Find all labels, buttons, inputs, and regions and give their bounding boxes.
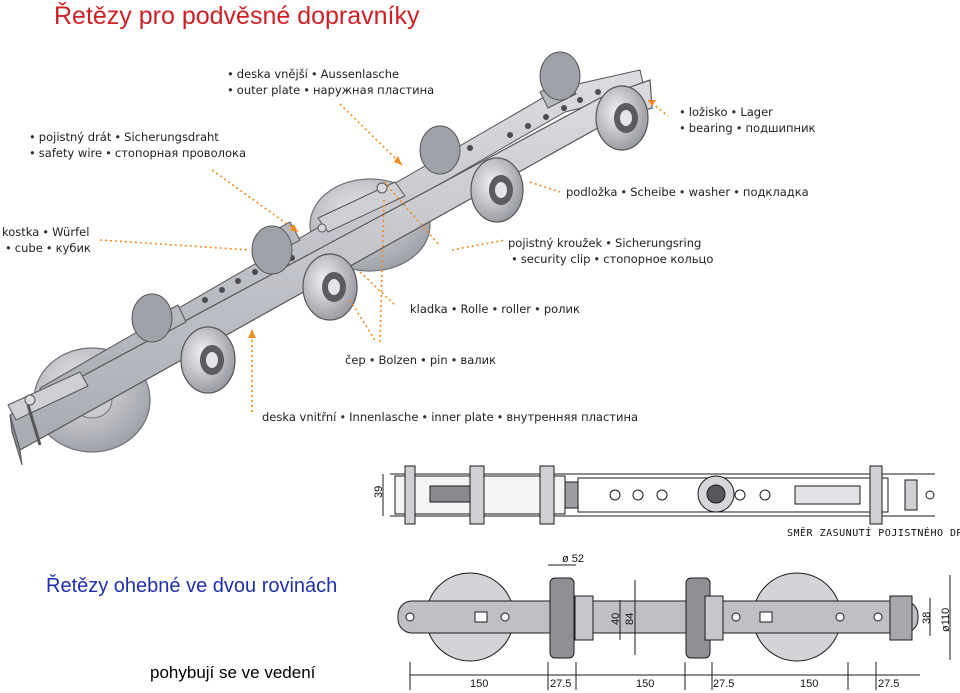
top-view-drawing [382,465,935,525]
callout-pin: čep•Bolzen•pin•валик [345,353,497,367]
side-view-drawing [397,564,951,690]
dim-27-a: 27.5 [550,678,571,690]
dim-150-a: 150 [470,678,488,690]
callout-cube: kostka•Würfel •cube•кубик [2,225,91,255]
section-subtitle: Řetězy ohebné ve dvou rovinách [46,575,338,597]
dim-roller-diameter: ø 52 [562,553,584,565]
callout-bearing: •ložisko•Lager •bearing•подшипник [679,105,816,135]
drawing-note: SMĚR ZASUNUTÍ POJISTNÉHO DRÁTU [787,528,960,539]
dim-150-b: 150 [636,678,654,690]
rollers [131,51,649,394]
leader-lines [99,99,669,412]
callout-safety-wire: •pojistný drát•Sicherungsdraht •safety w… [29,130,246,160]
callout-inner-plate: deska vnitřní•Innenlasche•inner plate•вн… [262,410,639,424]
dim-wheel-diameter: ø110 [940,608,952,632]
callout-security-clip: pojistný kroužek•Sicherungsring •securit… [508,236,714,266]
dim-27-b: 27.5 [713,678,734,690]
dim-40: 40 [610,613,622,625]
dim-84: 84 [624,613,636,625]
dim-38: 38 [921,612,933,624]
callout-roller: kladka•Rolle•roller•ролик [410,302,580,316]
side-view-dimensions: ø 52 40 84 38 ø110 150 27.5 150 27.5 150… [470,553,952,690]
dim-150-c: 150 [800,678,818,690]
upper-link [7,181,406,446]
dim-27-c: 27.5 [878,678,899,690]
caption: pohybují se ve vedení [150,663,316,682]
dim-height-39: 39 [373,486,385,498]
leader-arrows [248,100,656,338]
callout-washer: podložka•Scheibe•washer•подкладка [566,185,809,199]
page-title: Řetězy pro podvěsné dopravníky [54,2,420,30]
callout-outer-plate: •deska vnější•Aussenlasche •outer plate•… [227,67,435,97]
